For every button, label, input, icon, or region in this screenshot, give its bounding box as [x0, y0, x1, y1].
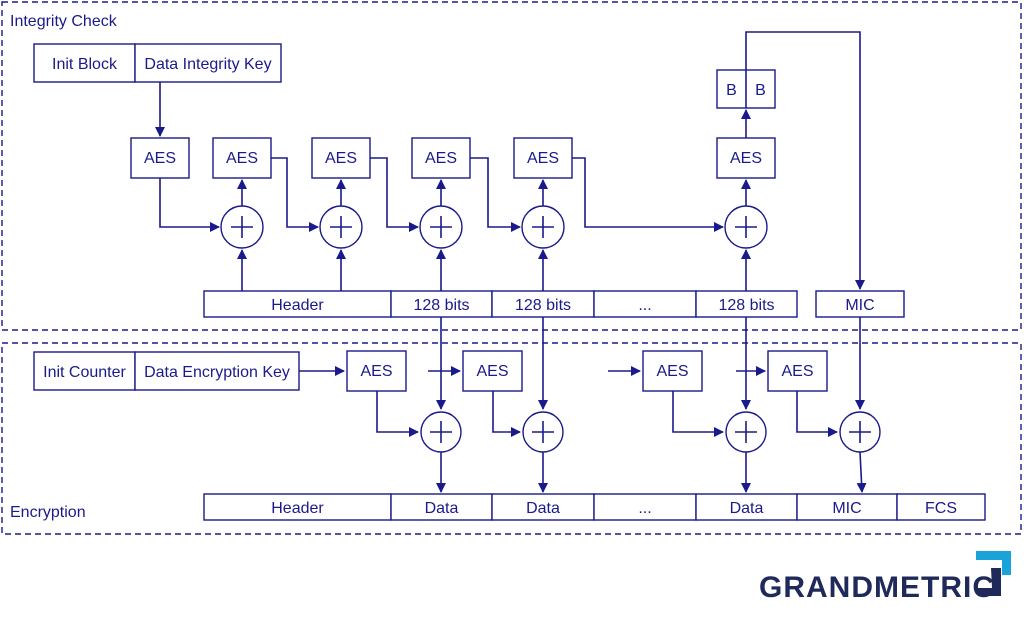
svg-text:AES: AES: [527, 150, 559, 167]
integrity-xor-4: [521, 205, 565, 249]
init-counter-label: Init Counter: [43, 364, 126, 381]
integrity-xor-5: [724, 205, 768, 249]
svg-text:AES: AES: [730, 150, 762, 167]
svg-text:Header: Header: [271, 500, 324, 517]
logo-accent-icon: [976, 551, 1011, 575]
integrity-aes-3: AES: [311, 137, 371, 179]
svg-text:AES: AES: [781, 363, 813, 380]
encryption-xor-3: [725, 411, 767, 453]
integrity-aes-6: AES: [716, 137, 776, 179]
b-block-box: B B: [716, 69, 776, 109]
svg-text:...: ...: [638, 297, 651, 314]
integrity-mic-box: MIC: [815, 290, 905, 318]
svg-text:Header: Header: [271, 297, 324, 314]
integrity-xor-2: [319, 205, 363, 249]
logo-text: GRANDMETRIC: [759, 571, 995, 604]
svg-text:...: ...: [638, 500, 651, 517]
svg-text:AES: AES: [425, 150, 457, 167]
svg-text:Data: Data: [526, 500, 560, 517]
svg-text:AES: AES: [656, 363, 688, 380]
svg-text:AES: AES: [360, 363, 392, 380]
init-counter-box: [33, 351, 136, 391]
svg-text:Data: Data: [425, 500, 459, 517]
integrity-key-label: Data Integrity Key: [144, 56, 271, 73]
encryption-output-row: Header Data Data ... Data MIC FCS: [203, 493, 986, 521]
integrity-section-frame: [1, 1, 1022, 331]
svg-text:128 bits: 128 bits: [718, 297, 774, 314]
encryption-aes-3: AES: [642, 350, 703, 392]
encryption-section-title: Encryption: [10, 504, 86, 521]
init-block-label: Init Block: [52, 56, 118, 73]
encryption-xor-4: [839, 411, 881, 453]
encryption-xor-2: [522, 411, 564, 453]
svg-text:AES: AES: [476, 363, 508, 380]
svg-text:128 bits: 128 bits: [413, 297, 469, 314]
svg-text:128 bits: 128 bits: [515, 297, 571, 314]
integrity-aes-5: AES: [513, 137, 573, 179]
init-block-box: [33, 43, 136, 83]
encryption-aes-1: AES: [346, 350, 407, 392]
encryption-key-box: [134, 351, 300, 391]
encryption-aes-2: AES: [462, 350, 523, 392]
svg-text:FCS: FCS: [925, 500, 957, 517]
integrity-aes-1: AES: [130, 137, 190, 179]
svg-text:B: B: [726, 82, 737, 99]
svg-text:Data: Data: [730, 500, 764, 517]
integrity-input-row: Header 128 bits 128 bits ... 128 bits: [203, 290, 798, 318]
svg-text:AES: AES: [144, 150, 176, 167]
integrity-key-box: [134, 43, 282, 83]
svg-text:MIC: MIC: [832, 500, 861, 517]
logo-mark-icon: [978, 568, 1001, 596]
encryption-section-frame: [1, 342, 1022, 535]
integrity-xor-1: [220, 205, 264, 249]
integrity-aes-2: AES: [212, 137, 272, 179]
grandmetric-logo: GRANDMETRIC: [759, 551, 1011, 604]
integrity-xor-3: [419, 205, 463, 249]
integrity-aes-4: AES: [411, 137, 471, 179]
svg-text:B: B: [755, 82, 766, 99]
encryption-xor-1: [420, 411, 462, 453]
encryption-aes-4: AES: [767, 350, 828, 392]
svg-text:AES: AES: [226, 150, 258, 167]
svg-text:AES: AES: [325, 150, 357, 167]
svg-text:MIC: MIC: [845, 297, 874, 314]
encryption-key-label: Data Encryption Key: [144, 364, 290, 381]
integrity-section-title: Integrity Check: [10, 13, 118, 30]
